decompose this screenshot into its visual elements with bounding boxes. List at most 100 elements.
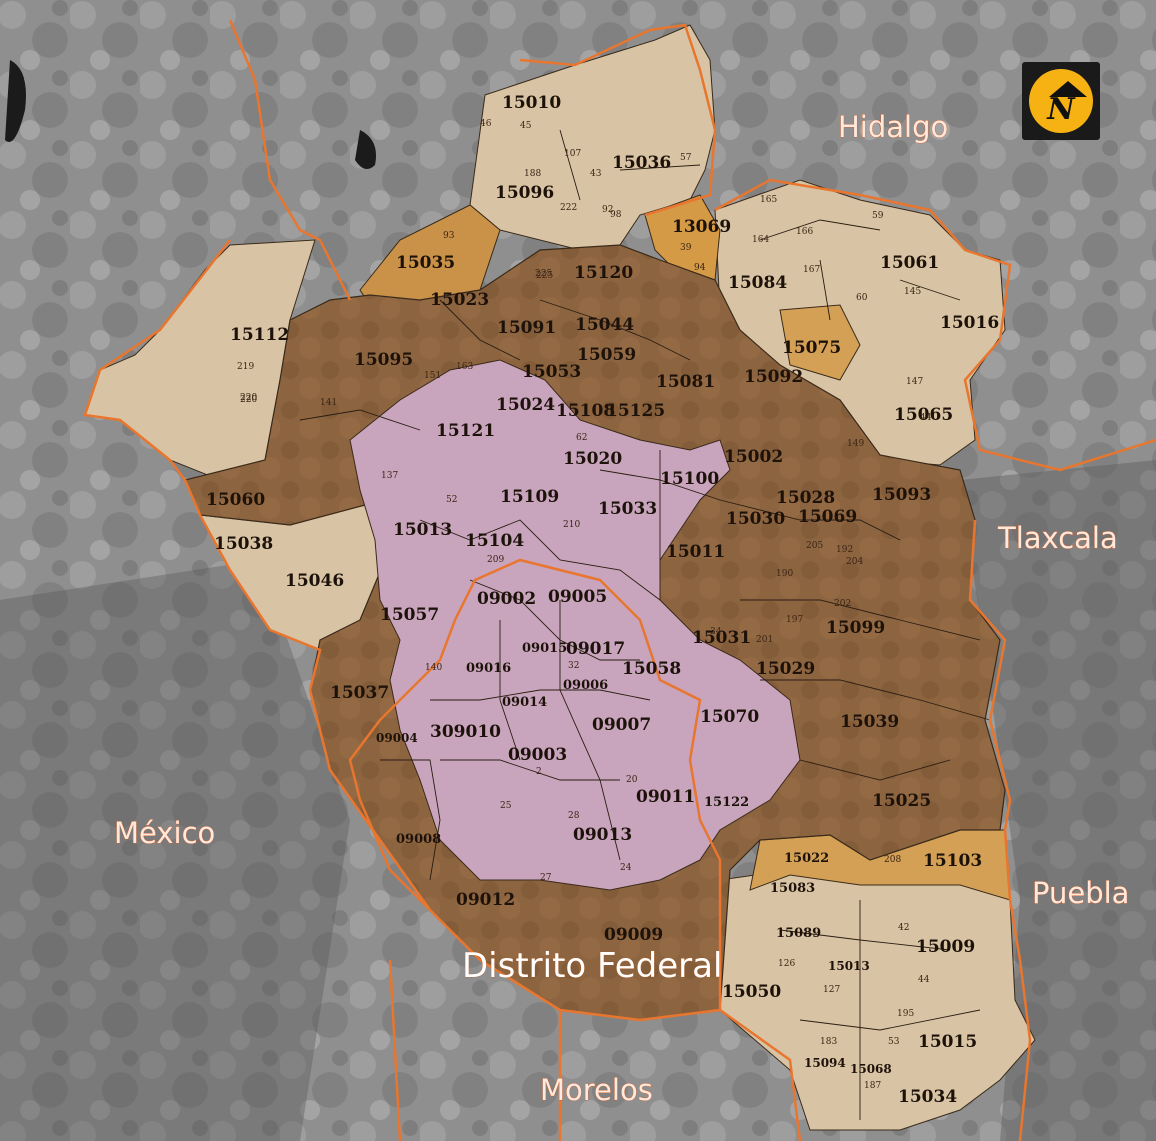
zone-code[interactable]: 15081: [656, 372, 715, 392]
zone-code[interactable]: 15092: [744, 367, 803, 387]
zone-code[interactable]: 13069: [672, 217, 731, 237]
zone-number: 32: [568, 661, 579, 671]
zone-code[interactable]: 15031: [692, 628, 751, 648]
zone-code[interactable]: 15029: [756, 659, 815, 679]
zone-code[interactable]: 15037: [330, 683, 389, 703]
zone-code[interactable]: 15044: [575, 315, 634, 335]
state-boundary-outer: [228, 19, 1156, 1141]
zone-code[interactable]: 15024: [496, 395, 555, 415]
zone-code[interactable]: 09016: [466, 661, 511, 676]
zone-number: 183: [820, 1037, 837, 1047]
zone-code[interactable]: 15112: [230, 325, 289, 345]
zone-code[interactable]: 09011: [636, 787, 695, 807]
zone-code[interactable]: 09007: [592, 715, 651, 735]
zone-code[interactable]: 15050: [722, 982, 781, 1002]
zone-code[interactable]: 15033: [598, 499, 657, 519]
zone-code[interactable]: 15023: [430, 290, 489, 310]
zone-code[interactable]: 15083: [770, 881, 815, 896]
state-label-morelos: Morelos: [540, 1073, 653, 1107]
zone-code[interactable]: 15103: [923, 851, 982, 871]
zone-number: 163: [456, 362, 473, 372]
zone-code[interactable]: 15099: [826, 618, 885, 638]
zone-code[interactable]: 15016: [940, 313, 999, 333]
zone-codes-major: 15010 15036 15096 13069 15035 15120 1508…: [206, 93, 999, 1107]
zone-number: 205: [806, 541, 823, 551]
zone-code[interactable]: 09013: [573, 825, 632, 845]
zone-code[interactable]: 15060: [206, 490, 265, 510]
zone-number: 92: [602, 205, 613, 215]
zone-number: 201: [756, 635, 773, 645]
zone-area-north: [469, 24, 716, 251]
zone-code[interactable]: 15036: [612, 153, 671, 173]
zone-code[interactable]: 15109: [500, 487, 559, 507]
zone-code[interactable]: 15089: [776, 926, 821, 941]
zone-number: 197: [786, 615, 803, 625]
zone-code[interactable]: 09009: [604, 925, 663, 945]
zone-code[interactable]: 09004: [376, 731, 418, 745]
zone-codes-minor: 45 46 57 188 107 98 43 222 165 39 166 44…: [237, 119, 932, 1091]
zone-code[interactable]: 15096: [495, 183, 554, 203]
zone-code[interactable]: 15104: [465, 531, 524, 551]
zone-code[interactable]: 09012: [456, 890, 515, 910]
zone-code[interactable]: 15100: [660, 469, 719, 489]
zone-code[interactable]: 15069: [798, 507, 857, 527]
state-label-df: Distrito Federal: [462, 946, 722, 986]
zone-code[interactable]: 15120: [574, 263, 633, 283]
zone-code[interactable]: 15030: [726, 509, 785, 529]
zone-code[interactable]: 15093: [872, 485, 931, 505]
zone-code[interactable]: 15002: [724, 447, 783, 467]
zone-code[interactable]: 09002: [477, 589, 536, 609]
zone-code[interactable]: 09003: [508, 745, 567, 765]
zone-code[interactable]: 15013: [828, 959, 870, 973]
zone-code[interactable]: 15121: [436, 421, 495, 441]
zone-code[interactable]: 09005: [548, 587, 607, 607]
zone-code[interactable]: 15011: [666, 542, 725, 562]
zone-code[interactable]: 309010: [430, 722, 501, 742]
zone-code[interactable]: 15038: [214, 534, 273, 554]
zone-code[interactable]: 09008: [396, 832, 441, 847]
zone-code[interactable]: 15070: [700, 707, 759, 727]
zone-code[interactable]: 15091: [497, 318, 556, 338]
zone-code[interactable]: 15122: [704, 795, 749, 810]
zone-number: 192: [836, 545, 853, 555]
zone-code[interactable]: 15009: [916, 937, 975, 957]
zone-code[interactable]: 15046: [285, 571, 344, 591]
zone-code[interactable]: 15058: [622, 659, 681, 679]
zone-number: 28: [568, 811, 580, 821]
zone-code[interactable]: 15075: [782, 338, 841, 358]
zone-code[interactable]: 09014: [502, 695, 547, 710]
zone-code[interactable]: 15013: [393, 520, 452, 540]
zone-code[interactable]: 15065: [894, 405, 953, 425]
zone-code[interactable]: 15025: [872, 791, 931, 811]
zone-number: 225: [536, 271, 553, 281]
zone-code[interactable]: 15068: [850, 1062, 892, 1076]
zone-code[interactable]: 15035: [396, 253, 455, 273]
zone-code[interactable]: 15095: [354, 350, 413, 370]
zone-code[interactable]: 15015: [918, 1032, 977, 1052]
zone-code[interactable]: 15039: [840, 712, 899, 732]
zone-code[interactable]: 09006: [563, 678, 608, 693]
zone-code[interactable]: 15053: [522, 362, 581, 382]
zone-area-orange-3: [779, 304, 861, 381]
zone-code[interactable]: 15020: [563, 449, 622, 469]
zone-code[interactable]: 15061: [880, 253, 939, 273]
zone-number: 27: [540, 873, 552, 883]
north-arrow-icon: [1049, 81, 1087, 97]
zone-code[interactable]: 15034: [898, 1087, 957, 1107]
zone-number: 208: [884, 855, 901, 865]
zone-code[interactable]: 09015: [522, 641, 567, 656]
zone-number: 222: [560, 203, 577, 213]
zone-code[interactable]: 15028: [776, 488, 835, 508]
zone-code[interactable]: 15059: [577, 345, 636, 365]
zone-number: 209: [487, 555, 504, 565]
zone-code[interactable]: 15108: [556, 401, 615, 421]
zone-code[interactable]: 09017: [566, 639, 625, 659]
zone-number: 39: [680, 243, 692, 253]
zone-code[interactable]: 15022: [784, 851, 829, 866]
zone-code[interactable]: 15125: [606, 401, 665, 421]
zone-code[interactable]: 15094: [804, 1056, 846, 1070]
zone-code[interactable]: 15084: [728, 273, 787, 293]
zone-code[interactable]: 15057: [380, 605, 439, 625]
zone-code[interactable]: 15010: [502, 93, 561, 113]
